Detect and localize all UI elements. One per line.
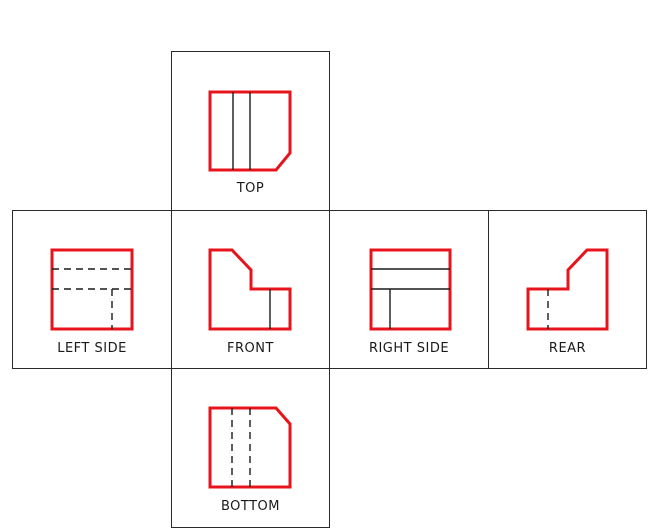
view-panel-left-side: LEFT SIDE — [12, 210, 172, 369]
top-view-outline — [208, 90, 292, 172]
view-label-left-side: LEFT SIDE — [57, 341, 127, 356]
view-label-top: TOP — [236, 181, 265, 196]
view-panel-bottom: BOTTOM — [171, 368, 330, 528]
view-panel-rear: REAR — [488, 210, 647, 369]
view-label-front: FRONT — [227, 341, 274, 356]
view-panel-top: TOP — [171, 51, 330, 211]
right-side-view-drawing — [369, 248, 452, 331]
view-label-right-side: RIGHT SIDE — [368, 341, 450, 356]
top-view-drawing — [208, 90, 292, 172]
left-side-view-drawing — [50, 248, 134, 331]
view-panel-front: FRONT — [171, 210, 330, 369]
front-view-drawing — [208, 248, 292, 331]
bottom-view-drawing — [208, 406, 292, 489]
rear-view-drawing — [526, 248, 609, 331]
view-label-rear: REAR — [548, 341, 587, 356]
bottom-view-outline — [208, 406, 292, 489]
front-view-outline — [208, 248, 292, 331]
rear-view-outline — [526, 248, 609, 331]
view-panel-right-side: RIGHT SIDE — [329, 210, 489, 369]
view-label-bottom: BOTTOM — [220, 499, 281, 514]
